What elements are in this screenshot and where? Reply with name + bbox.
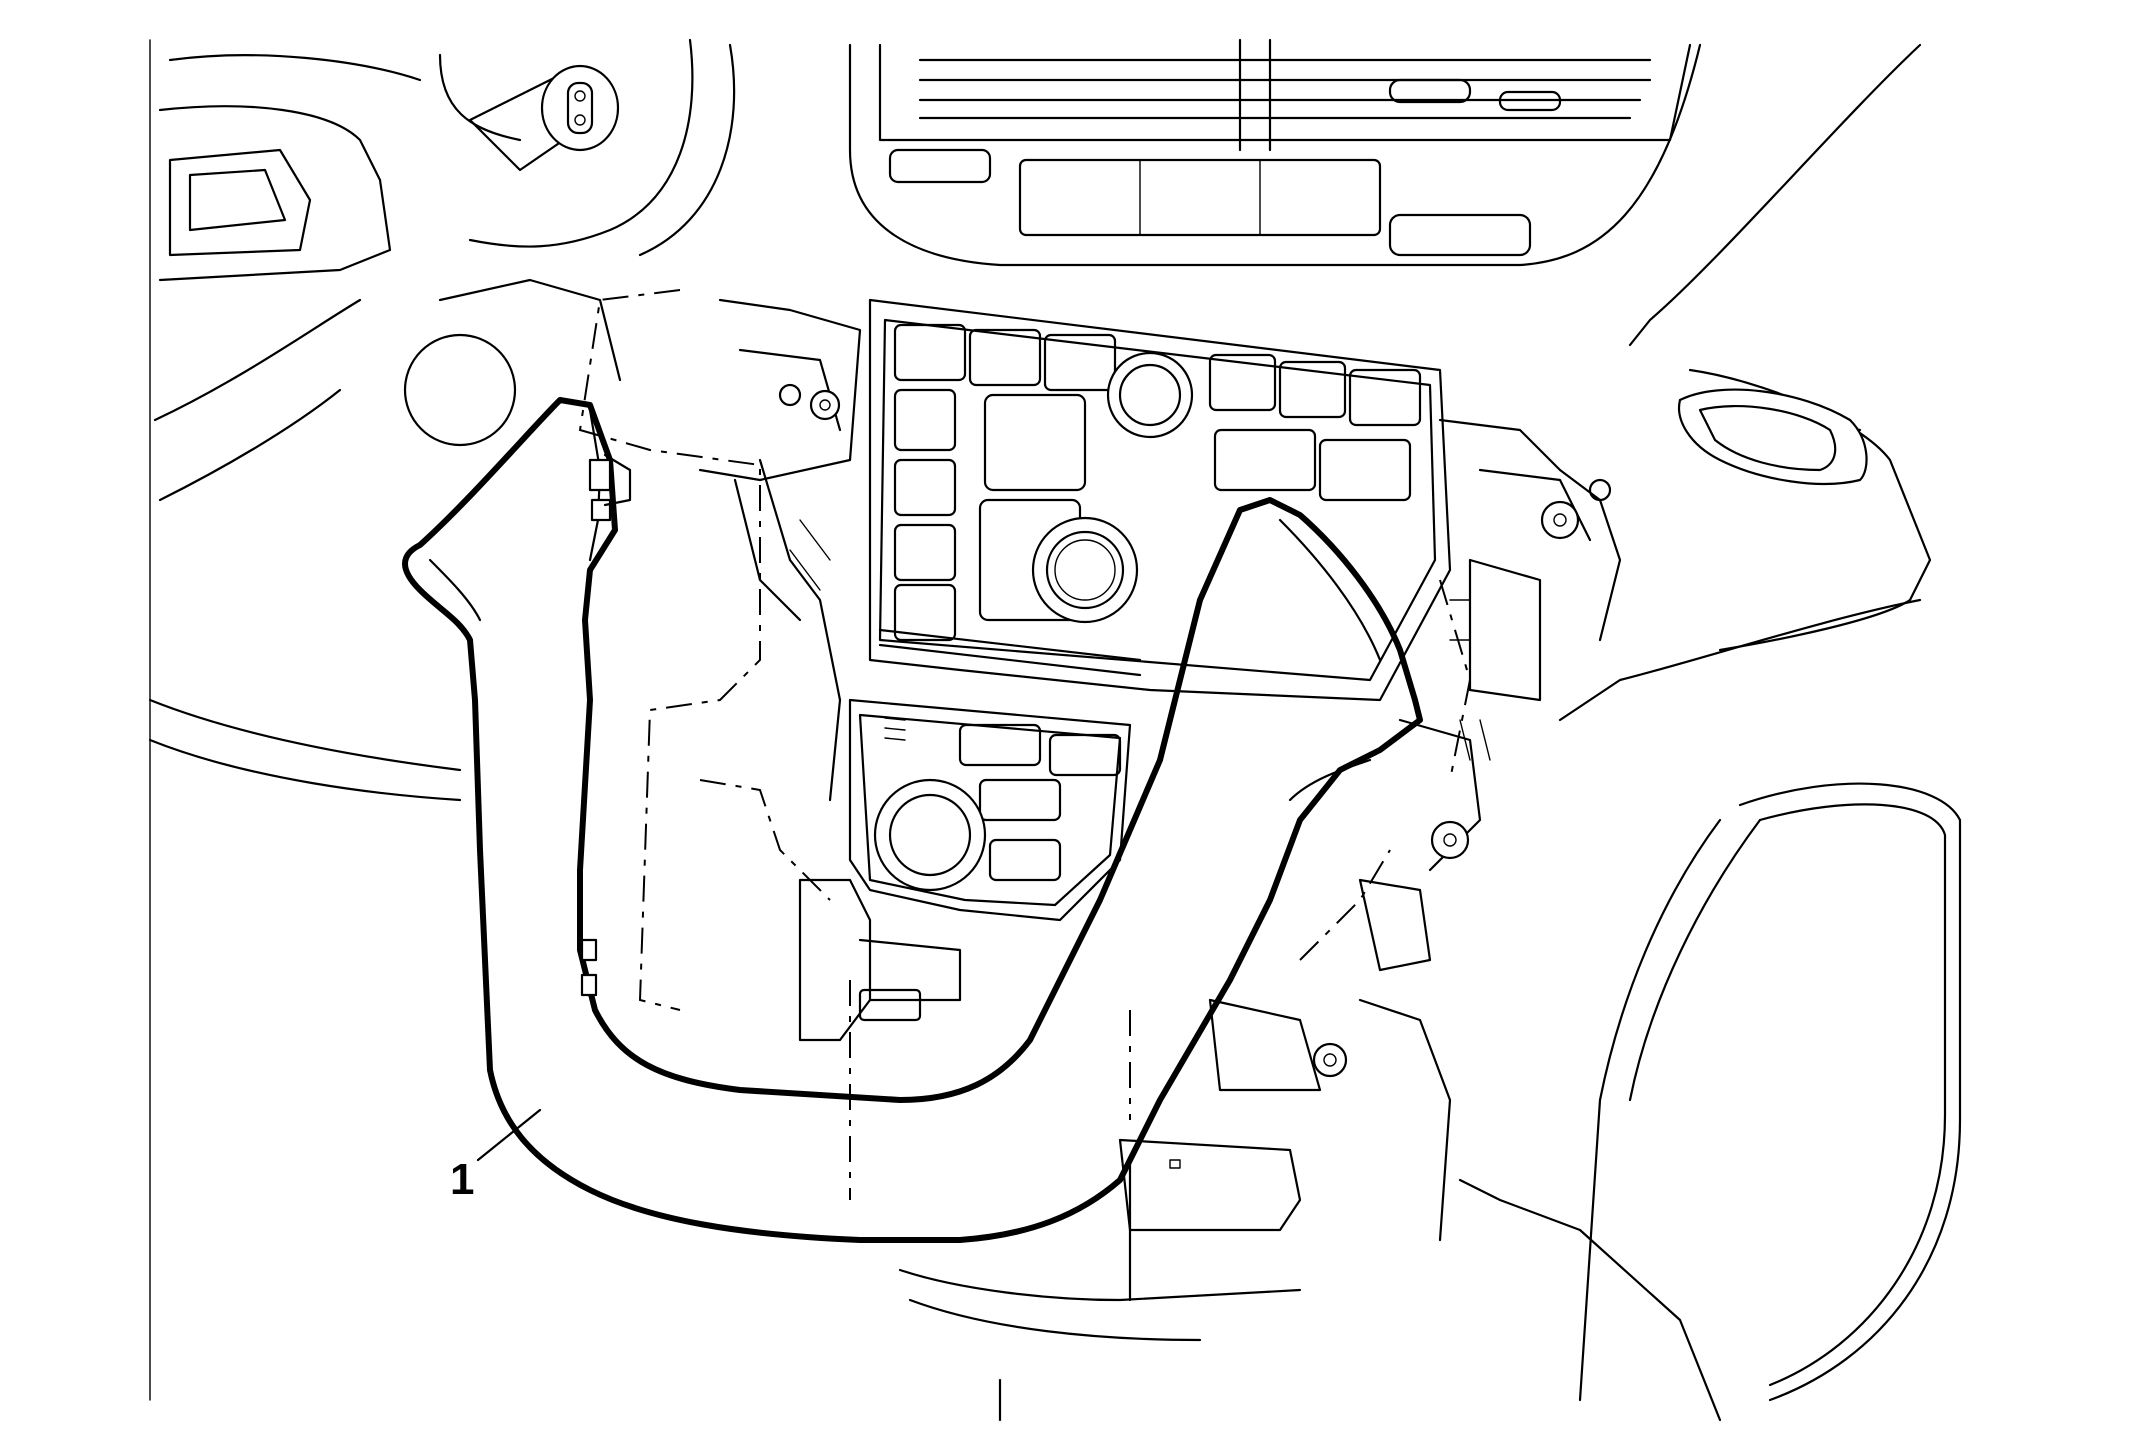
callout-1-leader [476, 1108, 542, 1162]
lower-console [898, 998, 1722, 1422]
callout-number: 1 [450, 1155, 475, 1204]
column-stalk-knob [468, 64, 620, 172]
center-air-vents [848, 38, 1702, 267]
left-bracket-hardware [698, 298, 962, 1042]
left-round-vent [403, 278, 622, 447]
trim-panel-outline [402, 397, 1423, 1243]
center-control-panel [848, 298, 1452, 922]
steering-wheel-area [148, 38, 736, 802]
right-bracket-hardware [1208, 418, 1622, 1092]
right-dash [1558, 43, 1962, 1402]
phantom-outline [578, 289, 1472, 1200]
